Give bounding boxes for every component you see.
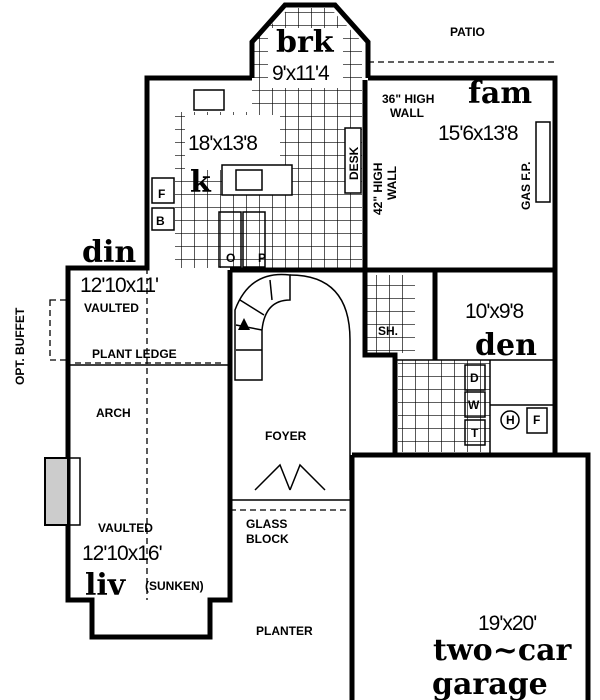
- brk-label-area: [268, 28, 343, 88]
- gas-fireplace: [535, 121, 551, 203]
- den-size: 10'x9'8: [465, 300, 524, 323]
- pantry: [242, 211, 266, 268]
- desk: [344, 127, 362, 194]
- liv-name: liv: [85, 568, 127, 603]
- brk-size: 9'x11'4: [272, 62, 330, 85]
- liv-size: 12'10x16': [82, 542, 162, 565]
- tub: [464, 419, 486, 446]
- furnace-label: F: [533, 413, 540, 427]
- glass-block-label: GLASS: [246, 517, 287, 531]
- wall36-label-2: WALL: [390, 106, 424, 120]
- garage-size: 19'x20': [478, 612, 536, 635]
- cooktop-icon: [235, 169, 263, 191]
- den-name: den: [475, 328, 537, 363]
- fridge: [151, 177, 175, 204]
- sink-icon: [193, 89, 225, 111]
- garage-name-2: garage: [432, 667, 548, 700]
- dryer-label: D: [470, 371, 479, 385]
- curved-stair: [234, 273, 351, 490]
- din-name: din: [82, 235, 136, 270]
- din-note: VAULTED: [84, 301, 139, 315]
- patio-label: PATIO: [450, 25, 485, 39]
- arch-label: ARCH: [96, 406, 131, 420]
- dryer: [464, 364, 486, 391]
- fireplace: [44, 457, 81, 526]
- washer: [464, 391, 486, 418]
- heater-label: H: [506, 413, 515, 427]
- broom-closet: [151, 207, 175, 231]
- pantry-label: P: [258, 251, 266, 265]
- liv-note: VAULTED: [98, 521, 153, 535]
- walls: [65, 2, 591, 700]
- brk-name: brk: [276, 25, 335, 60]
- shower-label: SH.: [378, 324, 398, 338]
- fam-name: fam: [468, 76, 532, 111]
- heater-icon: [500, 410, 520, 430]
- wall36-label: 36" HIGH: [382, 92, 434, 106]
- dashed-lines: [49, 61, 558, 600]
- kitchen-size: 18'x13'8: [188, 132, 257, 155]
- plant-ledge-label: PLANT LEDGE: [92, 347, 177, 361]
- washer-label: W: [468, 398, 480, 412]
- broom-label: B: [156, 214, 165, 228]
- desk-label: DESK: [347, 146, 361, 180]
- fam-size: 15'6x13'8: [438, 122, 518, 145]
- opt-buffet-label: OPT. BUFFET: [13, 307, 27, 385]
- oven: [218, 211, 242, 268]
- wall42-label: 42" HIGH: [371, 163, 385, 215]
- liv-qualifier: (SUNKEN): [145, 579, 204, 593]
- planter-label: PLANTER: [256, 624, 313, 638]
- fridge-label: F: [158, 187, 165, 201]
- glass-block-label-2: BLOCK: [246, 532, 289, 546]
- tub-label: T: [471, 426, 479, 440]
- kitchen-name: k: [190, 165, 212, 200]
- wall42-label-2: WALL: [385, 166, 399, 200]
- gas-fp-label: GAS F.P.: [519, 162, 533, 210]
- furnace: [526, 407, 548, 434]
- din-size: 12'10x11': [80, 274, 158, 297]
- foyer-label: FOYER: [265, 429, 307, 443]
- kitchen-label-area: [185, 115, 280, 170]
- oven-label: O: [226, 251, 235, 265]
- garage-name-1: two~car: [433, 633, 573, 668]
- front-door: [254, 463, 326, 491]
